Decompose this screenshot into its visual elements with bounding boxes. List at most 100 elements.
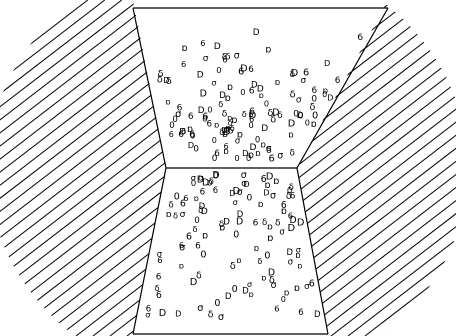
lower-particle-cluster: σ6ɒ60δ66ɒɒσDDD06σσσσDɒσɒɒσDδDɒDɒσδ06D0DD… — [145, 170, 321, 323]
particle: 0 — [212, 135, 217, 145]
particle: ɒ — [202, 231, 208, 242]
particle: σ — [197, 303, 203, 314]
particle: D — [290, 215, 297, 226]
particle: δ — [289, 183, 294, 193]
particle: 0 — [247, 194, 253, 204]
particle: 6 — [274, 303, 279, 313]
particle: D — [223, 127, 230, 138]
particle: 6 — [188, 112, 194, 122]
hatch-line — [0, 0, 54, 336]
particle: D — [253, 28, 260, 38]
particle: D — [200, 89, 207, 100]
particle: ɒ — [254, 243, 259, 253]
particle: ɒ — [225, 93, 231, 104]
particle: ɒ — [294, 283, 300, 294]
particle: σ — [180, 209, 186, 220]
particle: σ — [211, 78, 216, 88]
particle: ɒ — [261, 139, 266, 149]
hatch-line — [0, 0, 54, 336]
hatch-line — [297, 0, 456, 336]
particle: 0 — [207, 105, 212, 114]
particle: D — [214, 41, 221, 52]
particle: 0 — [235, 153, 240, 163]
hatch-line — [0, 0, 122, 336]
particle: ɒ — [261, 272, 266, 282]
hatch-line — [0, 0, 71, 336]
particle: D — [233, 186, 241, 197]
particle: 0 — [193, 144, 199, 154]
hatch-line — [0, 0, 139, 336]
hatch-line — [450, 0, 456, 336]
particle: 6 — [195, 242, 201, 252]
particle: ɒ — [255, 149, 261, 159]
particle: σ — [277, 151, 283, 162]
particle: 6 — [290, 191, 296, 201]
particle: ɒ — [166, 209, 172, 220]
particle: D — [257, 84, 264, 95]
particle: D — [163, 75, 169, 85]
particle: δ — [158, 69, 164, 80]
particle: 6 — [269, 154, 275, 165]
particle: ɒ — [231, 115, 237, 126]
particle: δ — [155, 283, 160, 293]
particle: ɒ — [187, 124, 193, 135]
particle: 6 — [183, 193, 188, 203]
hatch-line — [416, 0, 456, 336]
particle: σ — [198, 173, 204, 183]
particle: 0 — [264, 98, 269, 108]
particle: 0 — [249, 120, 254, 130]
particle: δ — [310, 102, 316, 113]
particle: δ — [173, 211, 178, 221]
particle: ɒ — [194, 194, 199, 203]
particle: 6 — [249, 87, 255, 97]
particle: σ — [145, 310, 150, 320]
particle: δ — [242, 109, 247, 119]
particle: D — [190, 277, 198, 288]
particle: D — [175, 309, 181, 319]
particle: 6 — [186, 231, 192, 242]
particle: δ — [219, 220, 224, 230]
particle: 6 — [253, 218, 259, 228]
hatch-line — [433, 0, 456, 336]
particle: D — [261, 124, 268, 134]
particle: ɒ — [265, 45, 271, 56]
particle: δ — [290, 69, 296, 80]
particle: D — [288, 118, 295, 129]
hatch-line — [314, 0, 456, 336]
particle: D — [297, 111, 304, 121]
particle: 6 — [169, 130, 174, 139]
hatch-line — [416, 0, 456, 336]
hatch-line — [0, 0, 105, 336]
particle: σ — [279, 228, 285, 238]
particle: ɒ — [223, 147, 229, 157]
particle: 6 — [200, 38, 205, 48]
particle: 6 — [214, 149, 219, 159]
particle: D — [159, 308, 166, 319]
hatch-line — [382, 0, 456, 336]
particle: σ — [191, 173, 196, 183]
hatch-line — [0, 0, 139, 336]
particle: σ — [234, 50, 240, 61]
particle: 0 — [281, 294, 286, 304]
hatch-line — [0, 0, 190, 336]
particle: D — [324, 58, 330, 68]
particle: 0 — [214, 298, 220, 309]
particle: 6 — [248, 65, 254, 75]
particle: σ — [233, 197, 238, 207]
hourglass-outline — [133, 8, 388, 334]
particle: σ — [157, 249, 163, 259]
particle: ɒ — [311, 119, 317, 130]
hatch-line — [0, 0, 71, 336]
particle: σ — [296, 244, 301, 254]
particle: 6 — [156, 272, 162, 282]
particle: D — [243, 179, 249, 189]
particle: ɒ — [258, 200, 264, 210]
hatch-line — [450, 0, 456, 336]
hatch-line — [331, 0, 456, 336]
particle: D — [240, 63, 247, 74]
particle: D — [201, 206, 208, 217]
particle: 6 — [181, 59, 186, 69]
particle: D — [212, 170, 219, 181]
